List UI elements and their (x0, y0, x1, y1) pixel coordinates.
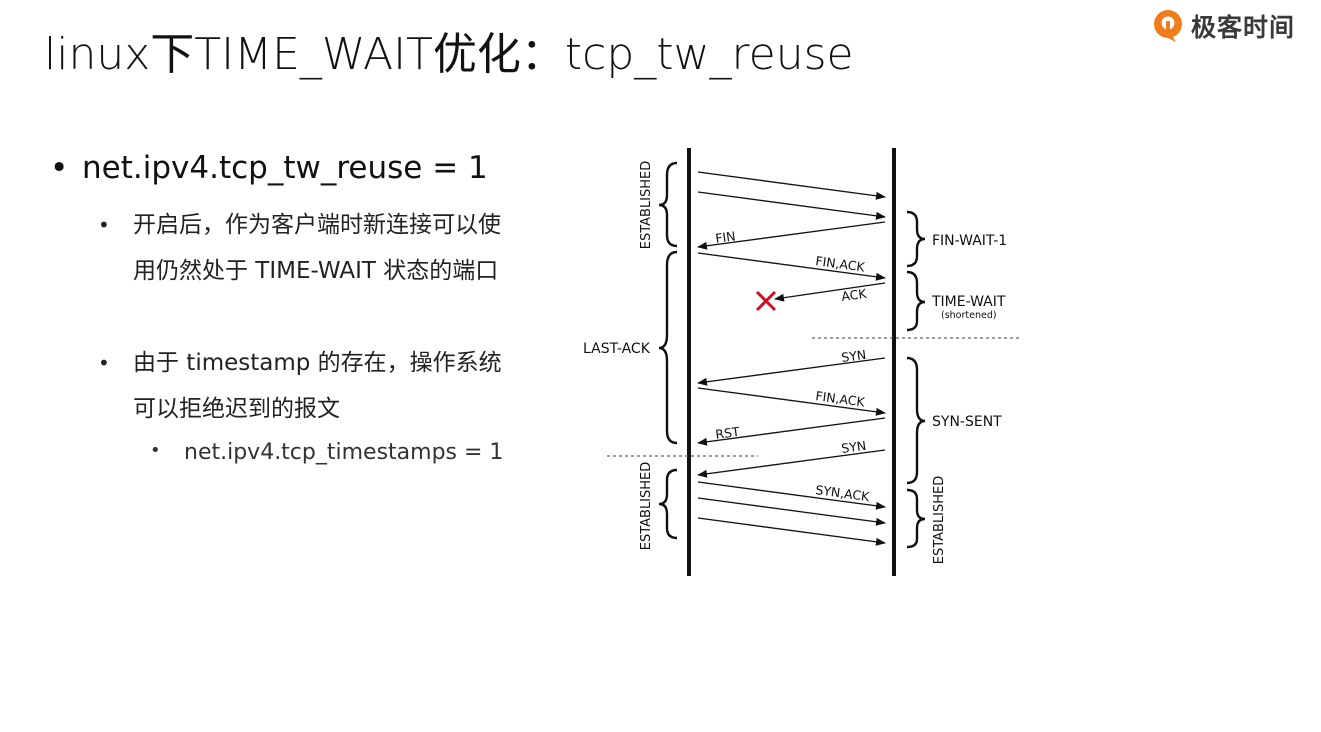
state-fin-wait-1: FIN-WAIT-1 (932, 233, 1007, 249)
ack-arrow-lost (774, 282, 886, 302)
label-fin-ack-2: FIN,ACK (815, 388, 867, 410)
label-rst: RST (714, 424, 740, 442)
data-arrow-1 (697, 171, 886, 200)
data-arrow-4 (697, 517, 886, 546)
data-arrow-3 (697, 497, 886, 526)
brace-left-last-ack (658, 250, 678, 445)
brace-right-syn-sent (906, 356, 926, 485)
slide-title: linux下TIME_WAIT优化：tcp_tw_reuse (44, 29, 854, 80)
state-established-bottom: ESTABLISHED (639, 462, 654, 551)
state-established-top: ESTABLISHED (639, 161, 654, 250)
syn-ack-arrow (697, 481, 886, 510)
brace-right-fin-wait-1 (906, 210, 926, 268)
label-syn-2: SYN (840, 438, 867, 456)
bullet-dot: • (98, 351, 110, 375)
bullet-dot: • (98, 213, 110, 237)
rst-arrow (697, 417, 886, 446)
bullet-main-text: net.ipv4.tcp_tw_reuse = 1 (82, 150, 488, 186)
label-syn-1: SYN (840, 347, 867, 365)
state-last-ack: LAST-ACK (583, 341, 651, 357)
bullet-dot: • (150, 440, 161, 461)
label-fin: FIN (714, 228, 736, 246)
fin-ack-arrow-2 (697, 387, 886, 416)
label-syn-ack: SYN,ACK (815, 482, 871, 504)
brace-right-established (906, 488, 926, 549)
label-ack: ACK (840, 286, 868, 304)
brand-logo: 极客时间 (1151, 8, 1295, 44)
bullet-sub-2-child-text: net.ipv4.tcp_timestamps = 1 (184, 440, 504, 465)
state-syn-sent: SYN-SENT (932, 414, 1002, 430)
state-established-right: ESTABLISHED (932, 476, 947, 565)
brace-left-established-bottom (658, 468, 678, 540)
logo-text: 极客时间 (1190, 13, 1295, 42)
syn-arrow-1 (697, 357, 886, 386)
syn-arrow-2 (697, 449, 886, 478)
lost-packet-x-icon (755, 290, 777, 312)
bullet-sub-1-text: 开启后，作为客户端时新连接可以使用仍然处于 TIME-WAIT 状态的端口 (133, 212, 501, 284)
label-fin-ack-1: FIN,ACK (815, 253, 867, 275)
data-arrow-2 (697, 191, 886, 220)
bullet-dot: • (50, 150, 69, 186)
brace-left-established-top (658, 161, 678, 248)
bullet-sub-2-text: 由于 timestamp 的存在，操作系统可以拒绝迟到的报文 (133, 350, 502, 422)
fin-arrow (697, 221, 886, 250)
fin-ack-arrow-1 (697, 252, 886, 281)
state-time-wait-note: (shortened) (941, 310, 997, 321)
brace-right-time-wait (906, 270, 926, 332)
geektime-logo-icon (1153, 10, 1182, 42)
state-time-wait: TIME-WAIT (931, 294, 1006, 310)
